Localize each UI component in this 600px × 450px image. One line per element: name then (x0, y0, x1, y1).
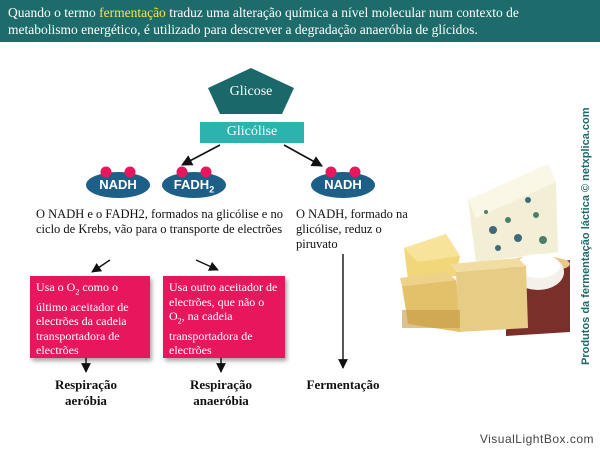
dot (100, 166, 112, 178)
desc-left: O NADH e o FADH2, formados na glicólise … (36, 207, 283, 236)
outcome-fermentation: Fermentação (306, 377, 380, 392)
box2-subscript: 2 (177, 316, 182, 326)
nadh-right-ellipse (311, 172, 375, 198)
box2-text-b: , na cadeia transportadora de electrões (169, 309, 253, 358)
nadh-right-label: NADH (324, 177, 362, 192)
glucose-pentagon (208, 68, 294, 114)
glycolysis-label: Glicólise (226, 124, 278, 139)
header-banner: Quando o termo fermentação traduz uma al… (0, 0, 600, 42)
outcome-anaerobic: Respiração anaeróbia (189, 377, 253, 408)
aerobic-box: Usa o O2 como o último aceitador de elec… (30, 276, 150, 358)
box2-text-a: Usa outro aceitador de electrões, que nã… (169, 280, 278, 323)
fadh2-text: FADH (173, 177, 210, 192)
glycolysis-box (200, 122, 304, 143)
desc-right: O NADH, formado na glicólise, reduz o pi… (296, 207, 408, 251)
nadh-left-ellipse (86, 172, 150, 198)
watermark: VisualLightBox.com (479, 432, 594, 446)
box1-text-b: como o último aceitador de electrões da … (36, 280, 129, 358)
header-text-post: traduz uma alteração química a nível mol… (8, 5, 519, 37)
arrow-to-fadh2 (181, 144, 221, 166)
fadh2-ellipse (162, 172, 226, 198)
outcome-aerobic: Respiração aeróbia (54, 377, 118, 408)
box1-text-a: Usa o O (36, 280, 76, 294)
header-highlight: fermentação (99, 5, 166, 20)
credit-text: Produtos da fermentação láctica © netxpl… (580, 107, 592, 365)
dot (349, 166, 361, 178)
box1-subscript: 2 (75, 287, 80, 297)
anaerobic-box: Usa outro aceitador de electrões, que nã… (163, 276, 285, 358)
fadh2-label: FADH2 (162, 177, 226, 195)
arrow-to-nadh-right (283, 144, 323, 167)
header-text-pre: Quando o termo (8, 5, 100, 20)
dot (200, 166, 212, 178)
dot (176, 166, 188, 178)
dot (124, 166, 136, 178)
arrow-to-box1 (91, 259, 111, 273)
cheese-image (400, 164, 570, 336)
glucose-label: Glicose (229, 84, 273, 99)
fadh2-subscript: 2 (209, 184, 215, 195)
credit-vertical: Produtos da fermentação láctica © netxpl… (580, 107, 596, 365)
nadh-left-label: NADH (99, 177, 137, 192)
arrow-to-box2 (195, 259, 219, 271)
dot (325, 166, 337, 178)
